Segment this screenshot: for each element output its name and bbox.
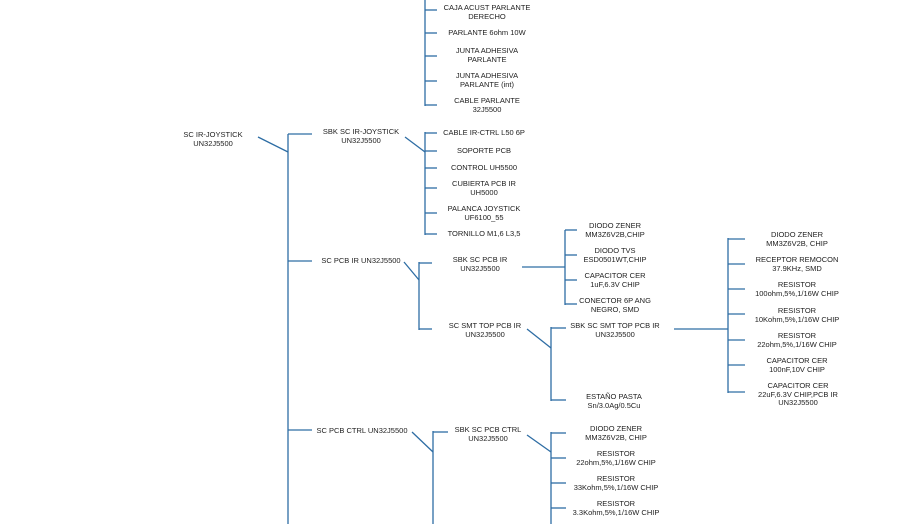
node-sbk-sc-pcb-ctrl: SBK SC PCB CTRL UN32J5500 <box>454 425 522 443</box>
node-resistor-10kohm: RESISTOR 10Kohm,5%,1/16W CHIP <box>754 306 840 324</box>
node-resistor-3-3kohm: RESISTOR 3.3Kohm,5%,1/16W CHIP <box>572 499 660 517</box>
node-estano-pasta: ESTAÑO PASTA Sn/3.0Ag/0.5Cu <box>586 392 642 410</box>
node-resistor-33kohm: RESISTOR 33Kohm,5%,1/16W CHIP <box>573 474 659 492</box>
node-sbk-sc-ir-joystick: SBK SC IR-JOYSTICK UN32J5500 <box>322 127 400 145</box>
node-receptor-remocon: RECEPTOR REMOCON 37.9KHz, SMD <box>755 255 839 273</box>
node-sc-pcb-ctrl: SC PCB CTRL UN32J5500 <box>316 426 408 435</box>
node-sbk-sc-smt-top-pcb-ir: SBK SC SMT TOP PCB IR UN32J5500 <box>570 321 660 339</box>
node-caja-acust-parlante: CAJA ACUST PARLANTE DERECHO <box>443 3 531 21</box>
node-diodo-zener-smt: DIODO ZENER MM3Z6V2B, CHIP <box>766 230 828 248</box>
node-sbk-sc-pcb-ir: SBK SC PCB IR UN32J5500 <box>452 255 508 273</box>
node-diodo-zener: DIODO ZENER MM3Z6V2B,CHIP <box>585 221 645 239</box>
node-diodo-zener-ctrl: DIODO ZENER MM3Z6V2B, CHIP <box>585 424 647 442</box>
node-capacitor-cer-1uf: CAPACITOR CER 1uF,6.3V CHIP <box>584 271 646 289</box>
node-resistor-100ohm: RESISTOR 100ohm,5%,1/16W CHIP <box>755 280 839 298</box>
node-sc-smt-top-pcb-ir: SC SMT TOP PCB IR UN32J5500 <box>448 321 522 339</box>
node-sc-ir-joystick: SC IR-JOYSTICK UN32J5500 <box>183 130 243 148</box>
node-tornillo: TORNILLO M1,6 L3,5 <box>447 229 521 238</box>
node-cubierta-pcb-ir: CUBIERTA PCB IR UH5000 <box>452 179 516 197</box>
node-parlante: PARLANTE 6ohm 10W <box>448 28 526 37</box>
node-capacitor-cer-100nf: CAPACITOR CER 100nF,10V CHIP <box>766 356 828 374</box>
node-cable-parlante: CABLE PARLANTE 32J5500 <box>454 96 520 114</box>
node-control-uh5500: CONTROL UH5500 <box>451 163 517 172</box>
node-cable-ir-ctrl: CABLE IR-CTRL L50 6P <box>443 128 525 137</box>
node-capacitor-cer-22uf: CAPACITOR CER 22uF,6.3V CHIP,PCB IR UN32… <box>758 381 838 407</box>
node-conector-6p: CONECTOR 6P ANG NEGRO, SMD <box>579 296 651 314</box>
node-palanca-joystick: PALANCA JOYSTICK UF6100_55 <box>447 204 521 222</box>
node-junta-adhesiva-int: JUNTA ADHESIVA PARLANTE (int) <box>455 71 519 89</box>
node-soporte-pcb: SOPORTE PCB <box>456 146 512 155</box>
node-resistor-22ohm: RESISTOR 22ohm,5%,1/16W CHIP <box>757 331 837 349</box>
node-resistor-22ohm-ctrl: RESISTOR 22ohm,5%,1/16W CHIP <box>576 449 656 467</box>
node-junta-adhesiva: JUNTA ADHESIVA PARLANTE <box>455 46 519 64</box>
node-diodo-tvs: DIODO TVS ESD0501WT,CHIP <box>583 246 647 264</box>
node-sc-pcb-ir: SC PCB IR UN32J5500 <box>321 256 401 265</box>
